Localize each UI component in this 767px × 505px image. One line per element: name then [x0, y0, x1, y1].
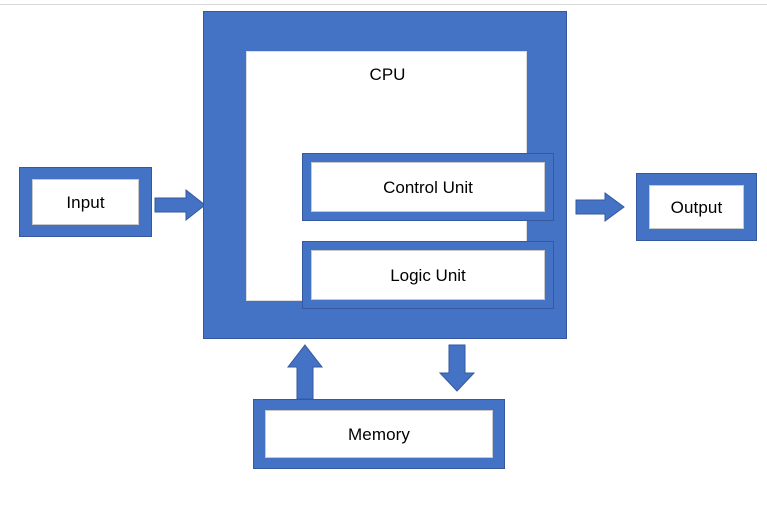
cpu-title-label: CPU: [369, 65, 406, 84]
memory-block-label: Memory: [348, 424, 410, 444]
arrow-cpu-to-output-icon: [575, 192, 625, 222]
output-block-interior: Output: [649, 185, 744, 229]
logic-unit-block[interactable]: Logic Unit: [302, 241, 554, 309]
cpu-panel-interior: CPU Control Unit Logic Unit: [246, 51, 554, 309]
cpu-block[interactable]: CPU Control Unit Logic Unit: [203, 11, 567, 339]
logic-unit-interior: Logic Unit: [311, 250, 545, 300]
top-divider-rule: [0, 4, 767, 5]
input-block-interior: Input: [32, 179, 139, 225]
logic-unit-label: Logic Unit: [390, 265, 466, 285]
control-unit-label: Control Unit: [383, 177, 473, 197]
memory-block[interactable]: Memory: [253, 399, 505, 469]
input-block[interactable]: Input: [19, 167, 152, 237]
output-block[interactable]: Output: [636, 173, 757, 241]
output-block-label: Output: [670, 197, 723, 217]
input-block-label: Input: [66, 192, 105, 212]
arrow-cpu-to-memory-icon: [438, 344, 476, 392]
memory-block-interior: Memory: [265, 410, 493, 458]
control-unit-block[interactable]: Control Unit: [302, 153, 554, 221]
arrow-input-to-cpu-icon: [154, 188, 206, 222]
control-unit-interior: Control Unit: [311, 162, 545, 212]
arrow-memory-to-cpu-icon: [286, 344, 324, 400]
